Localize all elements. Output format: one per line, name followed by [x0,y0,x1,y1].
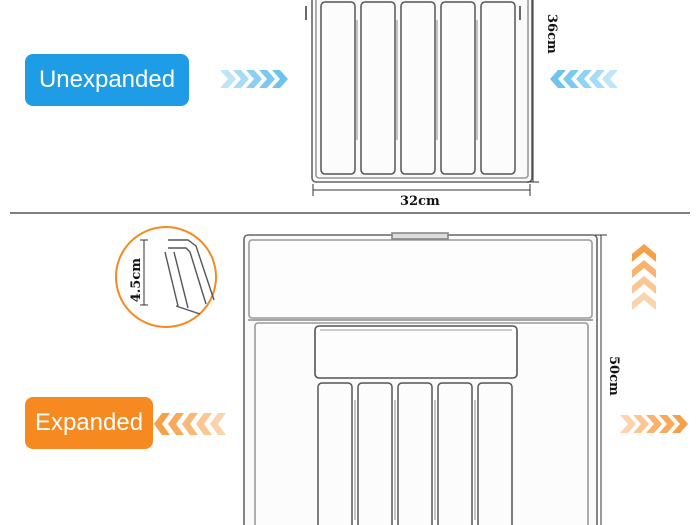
width-label: 32cm [400,194,440,209]
unexpanded-tray [305,0,533,183]
expanded-badge: Expanded [25,397,153,449]
expanded-label: Expanded [34,409,144,436]
chevron-up-icon [632,244,656,310]
unexpanded-label: Unexpanded [38,66,176,93]
wall-height-label: 4.5cm [129,258,144,303]
chevron-right-icon [220,70,288,88]
chevron-left-icon [154,413,226,435]
expanded-compartments [317,382,513,525]
unexpanded-compartments [320,1,516,175]
depth-dimension-line [595,234,607,525]
depth-label: 50cm [606,356,621,396]
chevron-left-icon [550,70,618,88]
height-label: 36cm [544,14,559,54]
chevron-right-icon [620,415,688,433]
height-dimension-line [527,0,539,183]
magnifier-circle-icon [115,226,217,328]
unexpanded-badge: Unexpanded [25,54,189,106]
width-dimension-line [312,184,531,196]
expanded-tray [243,232,598,525]
